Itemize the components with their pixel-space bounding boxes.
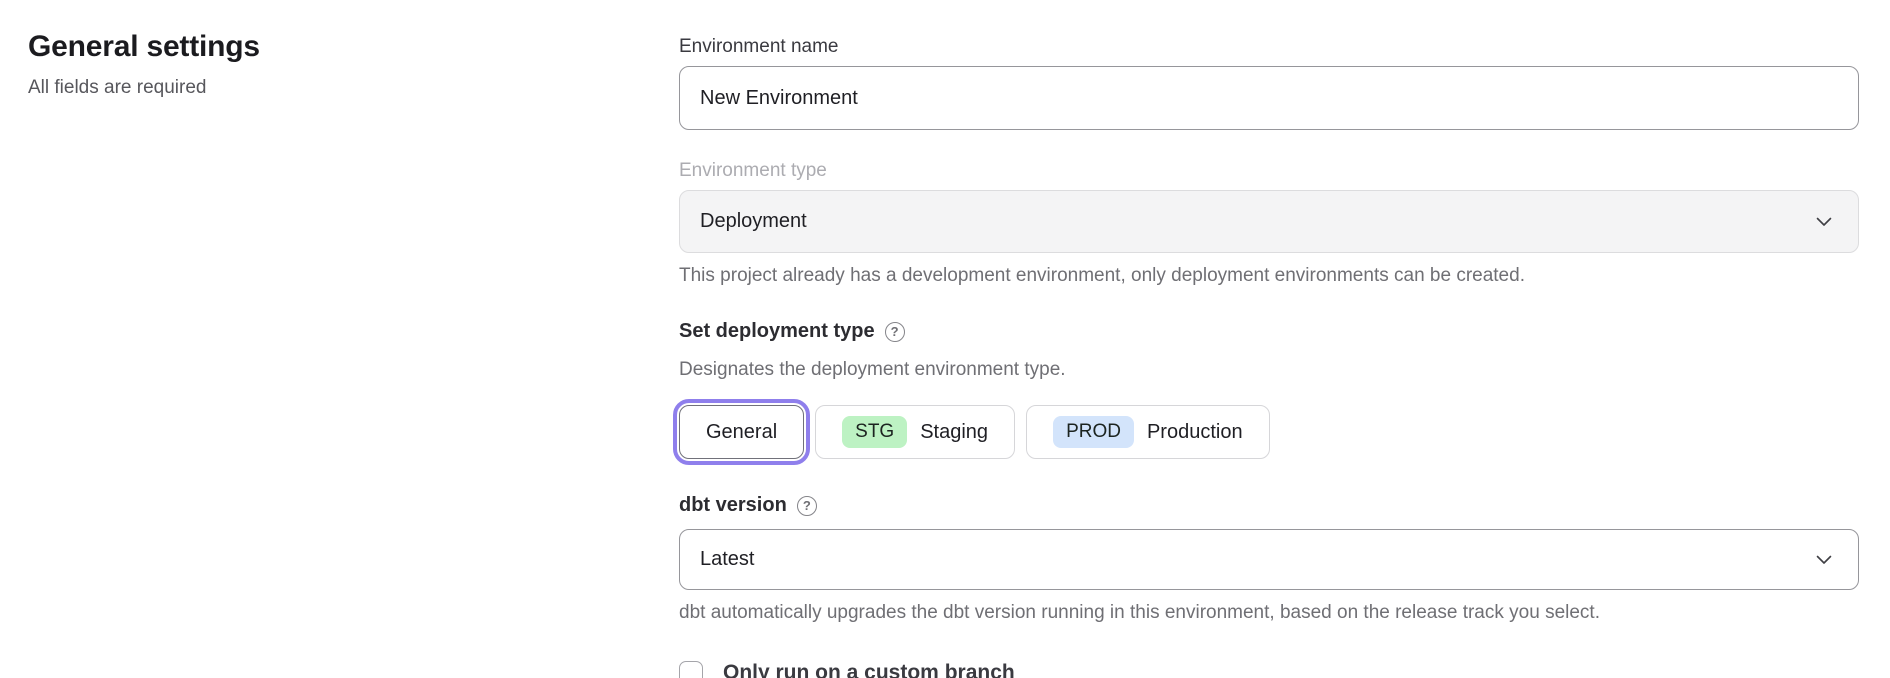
- chevron-down-icon: [1816, 217, 1832, 227]
- chevron-down-icon: [1816, 555, 1832, 565]
- environment-type-value: Deployment: [700, 210, 807, 233]
- deployment-type-staging-button[interactable]: STG Staging: [815, 405, 1015, 459]
- staging-badge: STG: [842, 416, 907, 448]
- deployment-type-label: Set deployment type: [679, 320, 875, 343]
- environment-name-label: Environment name: [679, 36, 1859, 58]
- environment-type-label: Environment type: [679, 160, 1859, 182]
- deployment-type-general-label: General: [706, 421, 777, 444]
- custom-branch-row: Only run on a custom branch: [679, 661, 1859, 678]
- deployment-type-staging-label: Staging: [920, 421, 988, 444]
- dbt-version-select[interactable]: Latest: [679, 529, 1859, 590]
- environment-type-select: Deployment: [679, 190, 1859, 253]
- environment-name-input[interactable]: [679, 66, 1859, 130]
- custom-branch-checkbox[interactable]: [679, 661, 703, 678]
- environment-form: Environment name Environment type Deploy…: [679, 36, 1859, 678]
- dbt-version-value: Latest: [700, 548, 754, 571]
- environment-type-helper: This project already has a development e…: [679, 265, 1859, 287]
- page-title: General settings: [28, 30, 588, 64]
- dbt-version-label: dbt version: [679, 494, 787, 517]
- deployment-type-production-label: Production: [1147, 421, 1243, 444]
- page-subtitle: All fields are required: [28, 77, 588, 99]
- help-icon[interactable]: ?: [885, 322, 905, 342]
- deployment-type-production-button[interactable]: PROD Production: [1026, 405, 1270, 459]
- deployment-type-options: General STG Staging PROD Production: [679, 398, 1859, 466]
- dbt-version-helper: dbt automatically upgrades the dbt versi…: [679, 602, 1859, 624]
- settings-heading-column: General settings All fields are required: [28, 30, 588, 99]
- custom-branch-label[interactable]: Only run on a custom branch: [723, 661, 1015, 678]
- deployment-type-general-button[interactable]: General: [679, 405, 804, 459]
- deployment-type-description: Designates the deployment environment ty…: [679, 359, 1859, 381]
- help-icon[interactable]: ?: [797, 496, 817, 516]
- production-badge: PROD: [1053, 416, 1134, 448]
